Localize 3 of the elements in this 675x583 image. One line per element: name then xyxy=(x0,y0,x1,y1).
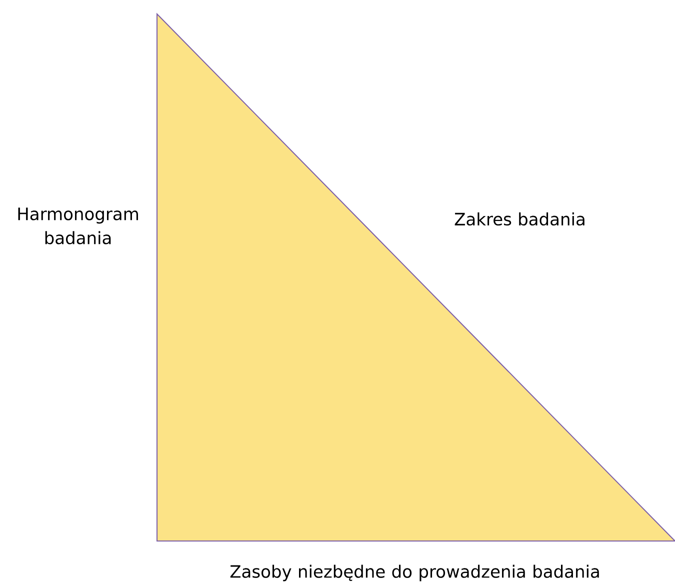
side-label: Zakres badania xyxy=(454,212,584,226)
side-label: Zasoby niezbędne do prowadzenia badania xyxy=(230,564,599,582)
side-label: Harmonogram badania xyxy=(18,208,138,244)
